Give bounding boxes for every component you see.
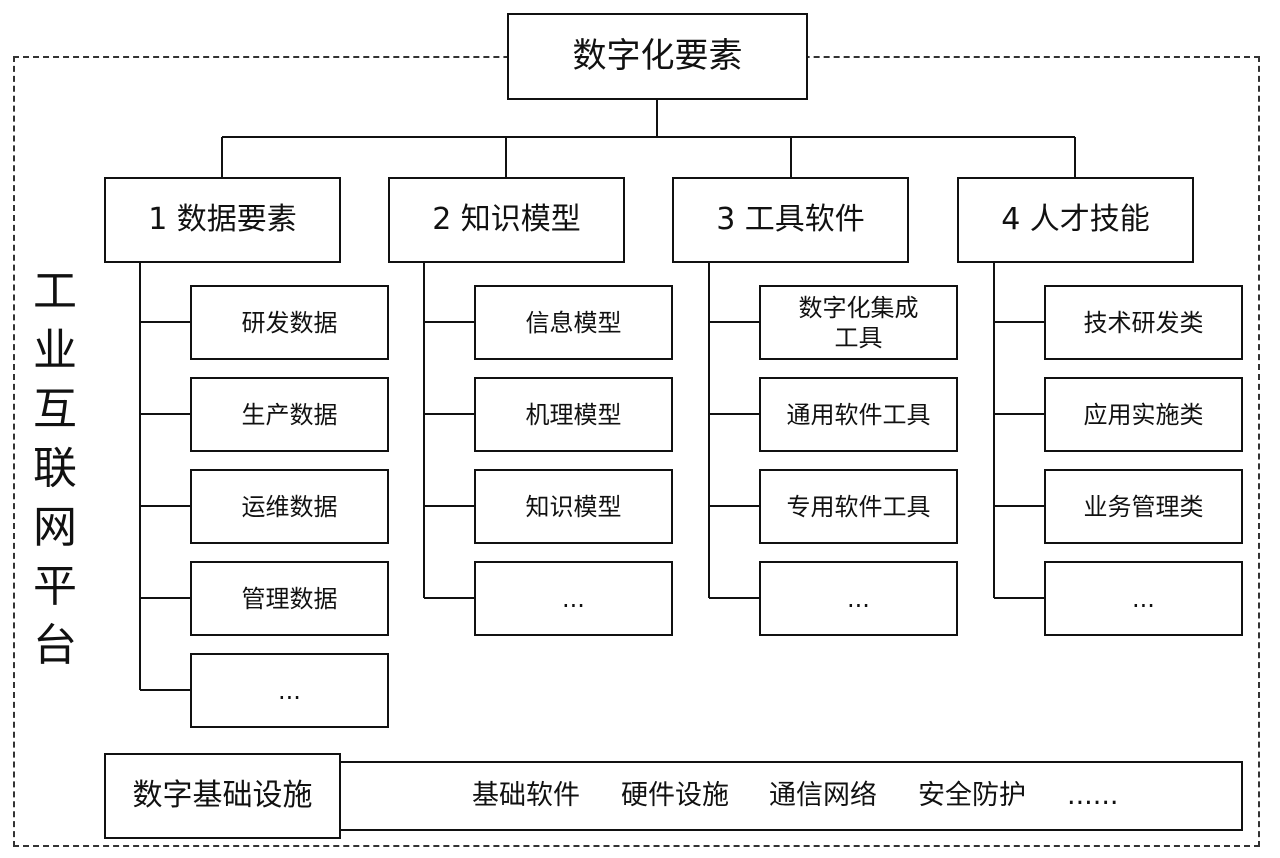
leaf-label: 数字化集成 工具: [798, 293, 919, 352]
leaf-label: 机理模型: [525, 400, 622, 429]
leaf-node: 专用软件工具: [759, 469, 958, 544]
leaf-label: 知识模型: [525, 492, 622, 521]
root-node: 数字化要素: [507, 13, 808, 100]
platform-label-char: 互: [33, 384, 77, 435]
category-talent-skills: 4 人才技能: [957, 177, 1194, 263]
category-data-elements: 1 数据要素: [104, 177, 341, 263]
leaf-label: 应用实施类: [1083, 400, 1204, 429]
platform-label-char: 业: [33, 325, 77, 376]
leaf-label: 技术研发类: [1083, 308, 1204, 337]
platform-label-char: 平: [33, 561, 77, 612]
leaf-node: 数字化集成 工具: [759, 285, 958, 360]
platform-label-char: 网: [33, 502, 77, 553]
leaf-node: 应用实施类: [1044, 377, 1243, 452]
category-label: 2 知识模型: [432, 202, 581, 238]
platform-label: 工 业 互 联 网 平 台: [28, 262, 82, 675]
leaf-label: 业务管理类: [1083, 492, 1204, 521]
leaf-node: ...: [190, 653, 389, 728]
leaf-node: 技术研发类: [1044, 285, 1243, 360]
platform-label-char: 台: [33, 620, 77, 671]
leaf-label: 运维数据: [241, 492, 338, 521]
leaf-label: 生产数据: [241, 400, 338, 429]
leaf-node: ...: [759, 561, 958, 636]
leaf-node: ...: [474, 561, 673, 636]
infrastructure-items-box: 基础软件 硬件设施 通信网络 安全防护 ......: [339, 761, 1243, 831]
leaf-node: 生产数据: [190, 377, 389, 452]
leaf-node: 知识模型: [474, 469, 673, 544]
infrastructure-item: 基础软件: [472, 780, 580, 812]
category-label: 1 数据要素: [148, 202, 297, 238]
leaf-label: ...: [562, 584, 585, 613]
leaf-label: 研发数据: [241, 308, 338, 337]
infrastructure-item: 安全防护: [918, 780, 1026, 812]
category-knowledge-models: 2 知识模型: [388, 177, 625, 263]
leaf-node: 运维数据: [190, 469, 389, 544]
leaf-label: 通用软件工具: [786, 400, 931, 429]
leaf-label: ...: [1132, 584, 1155, 613]
leaf-label: 信息模型: [525, 308, 622, 337]
leaf-node: 管理数据: [190, 561, 389, 636]
infrastructure-item: 硬件设施: [621, 780, 729, 812]
platform-label-char: 联: [33, 443, 77, 494]
category-tool-software: 3 工具软件: [672, 177, 909, 263]
leaf-label: 专用软件工具: [786, 492, 931, 521]
category-label: 3 工具软件: [716, 202, 865, 238]
leaf-node: 业务管理类: [1044, 469, 1243, 544]
category-label: 4 人才技能: [1001, 202, 1150, 238]
infrastructure-item: 通信网络: [769, 780, 877, 812]
leaf-label: ...: [278, 676, 301, 705]
infrastructure-label: 数字基础设施: [132, 778, 313, 814]
infrastructure-item: ......: [1067, 780, 1119, 812]
leaf-node: 机理模型: [474, 377, 673, 452]
infrastructure-label-box: 数字基础设施: [104, 753, 341, 839]
platform-label-char: 工: [33, 266, 77, 317]
leaf-label: 管理数据: [241, 584, 338, 613]
leaf-node: 研发数据: [190, 285, 389, 360]
leaf-node: 信息模型: [474, 285, 673, 360]
leaf-label: ...: [847, 584, 870, 613]
root-label: 数字化要素: [572, 36, 743, 77]
leaf-node: ...: [1044, 561, 1243, 636]
leaf-node: 通用软件工具: [759, 377, 958, 452]
